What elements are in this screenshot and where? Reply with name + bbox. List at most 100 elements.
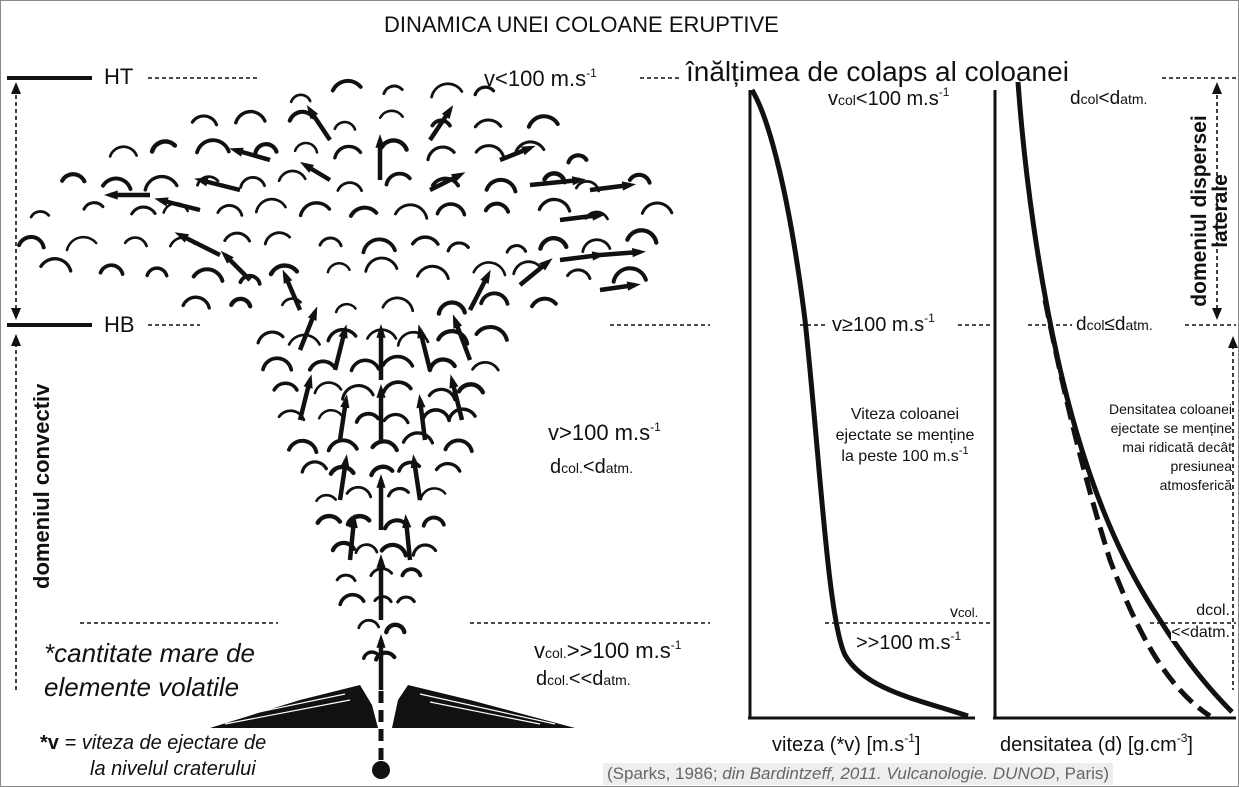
ash-puff-arc — [268, 263, 300, 277]
ash-puff-arc — [145, 266, 169, 278]
flow-arrow-icon — [348, 514, 358, 529]
ash-puff-arc — [538, 236, 569, 251]
ash-puff-arc — [345, 485, 373, 499]
volcano-cone — [210, 685, 575, 779]
ash-puff-arc — [421, 515, 446, 528]
ash-puff-arc — [223, 231, 251, 243]
ash-puff-arc — [411, 543, 438, 557]
ash-puff-arc — [473, 118, 503, 129]
ash-puff-arc — [381, 296, 415, 313]
col-subscript: col. — [561, 460, 583, 476]
velocity-bottom-v: vcol. — [950, 604, 979, 622]
ash-puff-arc — [326, 438, 359, 453]
velocity-exp: -1 — [670, 638, 682, 652]
ash-puff-arc — [373, 595, 393, 604]
ash-puff-arc — [229, 296, 253, 309]
flow-arrow-icon — [452, 314, 463, 329]
mid-velocity-exp: -1 — [650, 420, 661, 434]
ash-puff-arc — [396, 595, 416, 604]
ash-puff-arc — [195, 138, 231, 155]
velocity-graph — [748, 88, 990, 720]
convective-domain-label: domeniul convectiv — [29, 383, 54, 589]
ash-puff-arc — [627, 172, 652, 185]
ash-puff-arc — [421, 408, 451, 423]
ht-label: HT — [104, 64, 134, 89]
ash-puff-arc — [39, 257, 73, 273]
velocity-bottom-text: >>100 m.s — [856, 632, 951, 654]
ash-puff-arc — [277, 169, 307, 183]
velocity-rest: >>100 m.s — [566, 638, 671, 663]
flow-arrow-icon — [621, 181, 636, 191]
d-symbol: d — [1076, 314, 1087, 335]
velocity-note-star: *v — [40, 732, 59, 754]
ash-puff-arc — [238, 273, 262, 286]
velocity-bottom-exp: -1 — [950, 629, 962, 643]
flow-arrow-icon — [449, 374, 459, 389]
flow-arrow-icon — [410, 454, 420, 469]
velocity-desc-line2: ejectate se menține — [835, 427, 975, 444]
ash-puff-arc — [434, 461, 462, 473]
flow-arrow-icon — [375, 134, 385, 148]
col-subscript: col — [1086, 317, 1105, 333]
velocity-exp: -1 — [938, 85, 950, 99]
ash-puff-arc — [474, 144, 506, 160]
flow-arrow-icon — [376, 634, 386, 648]
ash-puff-arc — [123, 236, 148, 248]
velocity-rest: <100 m.s — [855, 88, 939, 110]
ash-puff-arc — [505, 244, 528, 254]
ash-puff-arc — [379, 138, 409, 152]
ash-puff-arc — [382, 412, 410, 425]
cone-streak — [224, 699, 351, 725]
ash-puff-arc — [357, 618, 380, 630]
flow-arrow-icon — [303, 374, 313, 389]
velocity-desc-line3: la peste 100 m.s — [841, 448, 959, 465]
col-subscript: col. — [545, 645, 567, 661]
ash-puff-arc — [60, 172, 87, 184]
ash-puff-arc — [566, 268, 592, 280]
atm-subscript: atm. — [603, 672, 631, 688]
top-velocity-exp: -1 — [586, 66, 597, 80]
ash-puff-arc — [330, 78, 363, 93]
density-desc-line5: atmosferică — [1159, 477, 1232, 493]
density-xlabel-exp: -3 — [1176, 731, 1188, 745]
velocity-note-line1: = viteza de ejectare de — [58, 732, 267, 754]
ash-puff-arc — [315, 513, 343, 525]
density-xlabel-text: densitatea (d) [g.cm — [1000, 734, 1177, 756]
mid-velocity-text: v>100 m.s — [548, 420, 651, 445]
d-symbol: d — [536, 668, 548, 690]
flow-arrow-icon — [340, 394, 350, 409]
ash-puff-arc — [98, 263, 125, 276]
velocity-mid-exp: -1 — [924, 311, 935, 325]
ash-puff-arc — [472, 261, 507, 277]
ash-puff-arc — [364, 256, 399, 273]
ash-puff-arc — [396, 330, 430, 347]
ash-puff-arc — [313, 381, 343, 395]
arrow-head-down-icon — [11, 308, 21, 320]
density-curve-column — [1015, 81, 1234, 714]
arrow-head-up-icon — [11, 82, 21, 94]
page-title: DINAMICA UNEI COLOANE ERUPTIVE — [384, 12, 779, 37]
ash-puff-arc — [300, 460, 328, 474]
dispersal-line2: laterale — [1209, 174, 1232, 248]
flow-arrow-icon — [402, 514, 412, 529]
flow-arrow-icon — [174, 232, 189, 243]
flow-arrow-icon — [626, 281, 641, 291]
density-bottom-line2: <<datm. — [1171, 624, 1230, 641]
flow-arrow-shaft — [529, 177, 581, 188]
cone-right-flank — [392, 685, 575, 728]
ash-puff-arc — [381, 354, 415, 368]
density-desc-line3: mai ridicată decât — [1122, 439, 1232, 455]
eruption-plume — [17, 78, 674, 690]
col-subscript: col. — [958, 605, 979, 620]
flow-arrow-icon — [539, 258, 553, 271]
arrow-head-up-icon — [1212, 82, 1222, 94]
ash-puff-arc — [473, 85, 496, 97]
ash-puff-arc — [130, 205, 157, 216]
ash-puff-arc — [387, 486, 410, 498]
velocity-xlabel-end: ] — [914, 734, 921, 756]
ash-puff-arc — [530, 296, 558, 309]
velocity-xlabel: viteza (*v) [m.s-1] — [772, 731, 921, 757]
ash-puff-arc — [335, 573, 357, 582]
source-part2: din Bardintzeff, 2011. Vulcanologie. DUN… — [722, 764, 1056, 783]
